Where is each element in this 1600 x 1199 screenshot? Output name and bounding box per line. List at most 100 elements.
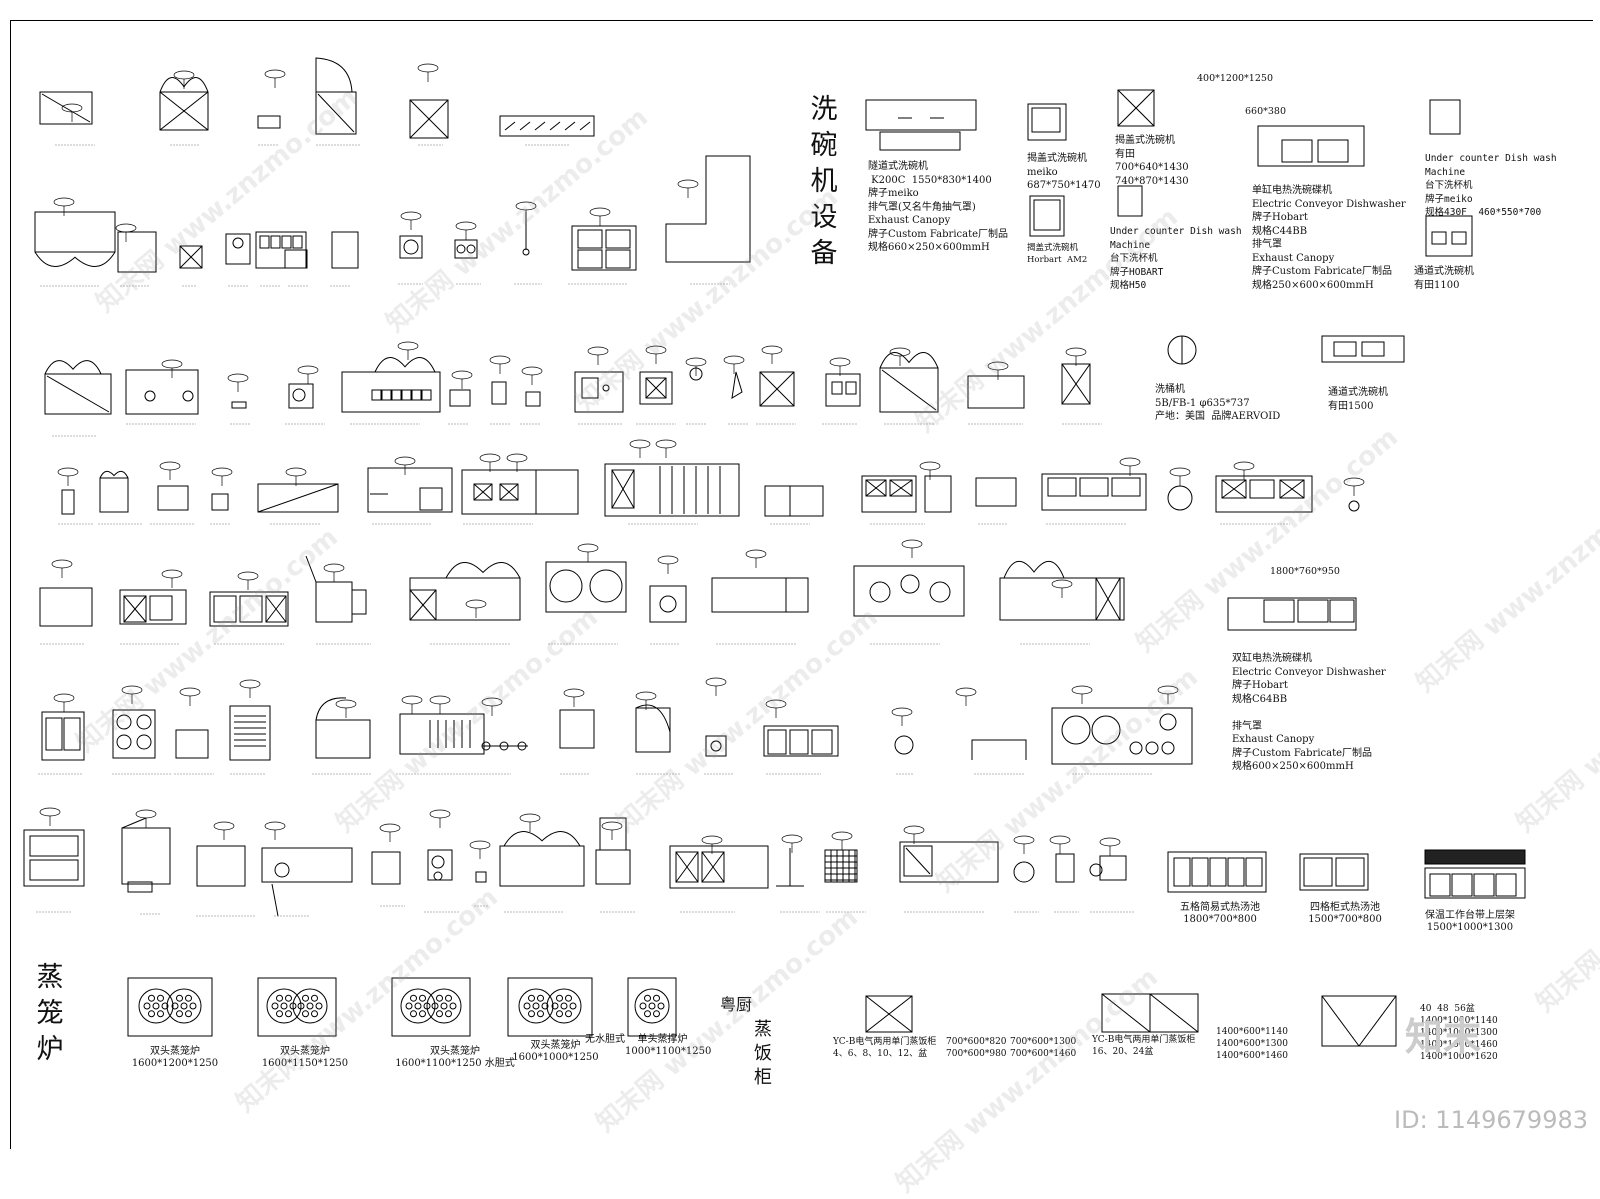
cross-line	[1321, 995, 1360, 1047]
equipment-outline	[491, 381, 507, 405]
tag-bubble	[955, 687, 977, 697]
equipment-outline	[1209, 857, 1227, 887]
steam-hole	[414, 1002, 422, 1010]
equipment-outline	[889, 479, 913, 497]
equipment-outline	[371, 389, 382, 401]
equipment-outline	[1027, 103, 1067, 141]
rice-right-sizes: 40 48 56盆 1400*1000*1140 1400*1000*1300 …	[1420, 1004, 1498, 1062]
tag-bubble	[1065, 347, 1087, 357]
cross-line	[265, 595, 287, 623]
tag-bubble	[285, 467, 307, 477]
door-swing	[305, 555, 317, 583]
tag-bubble	[264, 69, 286, 79]
equipment-outline	[525, 391, 541, 407]
burner-circle	[1129, 741, 1143, 755]
diagonal-line	[881, 369, 937, 411]
door-swing	[121, 817, 147, 829]
cross-line	[865, 995, 913, 1033]
equipment-outline	[879, 367, 939, 413]
counter-extension	[536, 469, 579, 515]
equipment-outline	[41, 711, 85, 761]
equipment-outline	[259, 235, 270, 249]
equipment-outline	[159, 91, 209, 131]
tag-bubble	[227, 373, 249, 383]
equipment-outline	[341, 371, 441, 413]
steam-hole	[639, 1002, 647, 1010]
equipment-outline	[1297, 599, 1329, 623]
tag-bubble	[589, 207, 611, 217]
equipment-outline	[865, 479, 887, 497]
burner-circle	[517, 741, 527, 751]
steam-hole	[157, 1010, 164, 1018]
equipment-outline	[112, 709, 156, 759]
tag-bubble	[1233, 461, 1255, 471]
equipment-outline	[391, 389, 402, 401]
steam-hole	[644, 994, 651, 1002]
burner-circle	[456, 244, 466, 254]
equipment-outline	[401, 389, 412, 401]
cross-line	[1061, 363, 1091, 405]
tag-bubble	[394, 456, 416, 466]
equipment-outline	[811, 729, 833, 755]
equipment-outline	[123, 595, 147, 623]
tag-bubble	[635, 691, 657, 701]
equipment-outline	[411, 389, 422, 401]
equipment-outline	[1321, 995, 1397, 1047]
steam-hole	[528, 994, 535, 1002]
burner-circle	[589, 569, 623, 603]
equipment-outline	[409, 577, 521, 621]
bucket-washer-note: 洗桶机 5B/FB-1 φ635*737 产地：美国 品牌AERVOID	[1155, 384, 1281, 422]
door-swing	[445, 562, 521, 579]
steam-hole	[644, 1010, 651, 1018]
equipment-outline	[315, 581, 353, 623]
equipment-outline	[1095, 577, 1121, 621]
tag-bubble	[587, 346, 609, 356]
tag-bubble	[397, 341, 419, 351]
steam-hole	[551, 1002, 559, 1010]
meiko-undercounter-note: Under counter Dish wash Machine 台下洗杯机 牌子…	[1425, 153, 1557, 218]
tag-bubble	[1049, 835, 1071, 845]
equipment-outline	[61, 489, 75, 515]
burner-circle	[266, 988, 302, 1024]
cross-line	[1095, 577, 1121, 621]
tag-bubble	[161, 359, 183, 369]
equipment-outline	[764, 485, 824, 517]
tag-bubble	[1119, 457, 1141, 467]
rack-line	[534, 121, 546, 131]
steam-hole	[569, 1002, 577, 1010]
burner-circle	[136, 734, 152, 750]
dishwasher-title: 洗碗机设备	[810, 94, 838, 269]
steam-hole	[653, 994, 660, 1002]
equipment-outline	[257, 115, 281, 129]
valve-circle	[1348, 500, 1360, 512]
equipment-outline	[63, 717, 81, 751]
equipment-outline	[705, 735, 727, 757]
equipment-outline	[149, 595, 173, 621]
equipment-outline	[419, 487, 443, 511]
rack-line	[504, 121, 516, 131]
steam-hole	[560, 1002, 568, 1010]
tag-bubble	[161, 569, 183, 579]
equipment-outline	[1257, 125, 1365, 167]
equipment-outline	[213, 595, 237, 623]
steam-hole	[449, 1002, 457, 1010]
cross-line	[499, 483, 519, 501]
equipment-outline	[1321, 335, 1405, 363]
equipment-outline	[231, 401, 247, 409]
burner-circle	[182, 390, 194, 402]
equipment-outline	[1047, 477, 1077, 497]
equipment-outline	[1317, 139, 1349, 163]
burner-circle	[499, 741, 509, 751]
steam-hole	[185, 1010, 192, 1018]
equipment-outline	[1451, 231, 1467, 245]
equipment-outline	[574, 371, 624, 413]
burner-circle	[292, 388, 306, 402]
equipment-outline	[499, 115, 595, 137]
tag-bubble	[563, 688, 585, 698]
equipment-outline	[595, 849, 631, 885]
equipment-outline	[175, 729, 209, 759]
tag-bubble	[489, 355, 511, 365]
equipment-outline	[284, 249, 308, 269]
equipment-outline	[1099, 855, 1127, 881]
